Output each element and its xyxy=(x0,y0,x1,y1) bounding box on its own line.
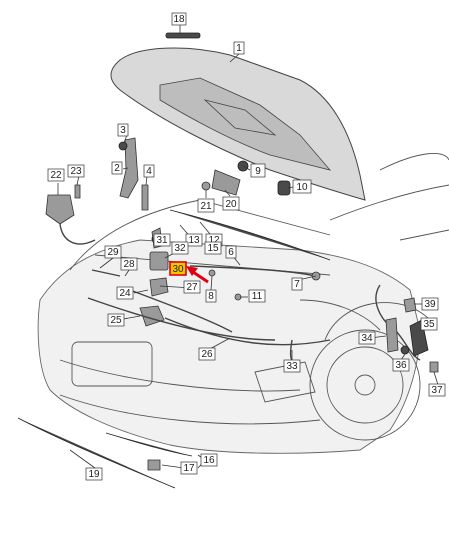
callout-35[interactable]: 35 xyxy=(420,317,438,331)
vehicle-body xyxy=(37,153,449,454)
callout-text-11: 11 xyxy=(252,291,263,302)
callout-18[interactable]: 18 xyxy=(171,12,187,26)
callout-text-20: 20 xyxy=(225,199,237,210)
highlight-arrowhead xyxy=(186,266,198,276)
callout-text-15: 15 xyxy=(207,243,219,254)
callout-text-13: 13 xyxy=(188,235,200,246)
hinge-parts xyxy=(45,137,149,245)
hood-seal-strip xyxy=(165,32,201,39)
lower-trim-parts xyxy=(17,417,193,489)
callout-17[interactable]: 17 xyxy=(180,461,198,475)
callout-text-9: 9 xyxy=(255,166,261,177)
callout-11[interactable]: 11 xyxy=(248,289,266,303)
callout-25[interactable]: 25 xyxy=(107,313,125,327)
callout-6[interactable]: 6 xyxy=(225,245,237,259)
callout-16[interactable]: 16 xyxy=(200,453,218,467)
callout-13[interactable]: 13 xyxy=(185,233,203,247)
callout-30[interactable]: 30 xyxy=(169,261,187,276)
hood xyxy=(110,47,366,201)
callout-text-21: 21 xyxy=(200,201,212,212)
callout-32[interactable]: 32 xyxy=(171,241,189,255)
callout-text-35: 35 xyxy=(423,319,435,330)
callout-text-1: 1 xyxy=(236,43,242,54)
callout-text-25: 25 xyxy=(110,315,122,326)
callout-text-39: 39 xyxy=(424,299,436,310)
callout-text-17: 17 xyxy=(183,463,195,474)
callout-text-31: 31 xyxy=(156,235,168,246)
callout-text-8: 8 xyxy=(208,291,214,302)
callout-text-2: 2 xyxy=(114,163,120,174)
callout-text-34: 34 xyxy=(361,333,373,344)
callout-3[interactable]: 3 xyxy=(117,123,129,137)
callout-21[interactable]: 21 xyxy=(197,198,215,213)
callout-text-10: 10 xyxy=(296,182,308,193)
callout-22[interactable]: 22 xyxy=(47,168,65,182)
callout-19[interactable]: 19 xyxy=(85,467,103,481)
callout-15[interactable]: 15 xyxy=(204,241,222,255)
callout-23[interactable]: 23 xyxy=(67,164,85,178)
callout-text-24: 24 xyxy=(119,288,131,299)
callout-37[interactable]: 37 xyxy=(428,383,446,397)
callout-text-26: 26 xyxy=(201,349,213,360)
callout-7[interactable]: 7 xyxy=(291,277,303,291)
callout-text-12: 12 xyxy=(208,235,220,246)
callout-text-28: 28 xyxy=(123,259,135,270)
callout-29[interactable]: 29 xyxy=(104,245,122,259)
callout-text-29: 29 xyxy=(107,247,119,258)
callout-26[interactable]: 26 xyxy=(198,347,216,361)
callout-1[interactable]: 1 xyxy=(233,41,245,55)
callout-text-7: 7 xyxy=(294,279,300,290)
cowl-parts xyxy=(169,160,331,261)
callout-8[interactable]: 8 xyxy=(205,289,217,303)
callout-24[interactable]: 24 xyxy=(116,286,134,300)
callout-text-32: 32 xyxy=(174,243,186,254)
callout-text-30: 30 xyxy=(172,264,184,275)
callout-34[interactable]: 34 xyxy=(358,331,376,345)
callout-text-27: 27 xyxy=(186,282,198,293)
callout-text-23: 23 xyxy=(70,166,82,177)
callout-39[interactable]: 39 xyxy=(421,297,439,311)
callout-9[interactable]: 9 xyxy=(250,163,266,178)
callout-text-3: 3 xyxy=(120,125,126,136)
callout-31[interactable]: 31 xyxy=(153,233,171,247)
callout-4[interactable]: 4 xyxy=(143,164,155,178)
callout-text-16: 16 xyxy=(203,455,215,466)
callout-33[interactable]: 33 xyxy=(283,359,301,373)
callout-text-33: 33 xyxy=(286,361,298,372)
callout-27[interactable]: 27 xyxy=(183,280,201,294)
callout-text-4: 4 xyxy=(146,166,152,177)
callout-text-36: 36 xyxy=(395,360,407,371)
callout-20[interactable]: 20 xyxy=(222,196,240,211)
callout-text-22: 22 xyxy=(50,170,62,181)
callout-2[interactable]: 2 xyxy=(111,161,123,175)
callout-28[interactable]: 28 xyxy=(120,257,138,271)
callout-10[interactable]: 10 xyxy=(292,179,312,194)
callout-text-37: 37 xyxy=(431,385,443,396)
callout-text-6: 6 xyxy=(228,247,234,258)
callout-text-19: 19 xyxy=(88,469,100,480)
callout-36[interactable]: 36 xyxy=(392,358,410,372)
callout-text-18: 18 xyxy=(173,14,185,25)
